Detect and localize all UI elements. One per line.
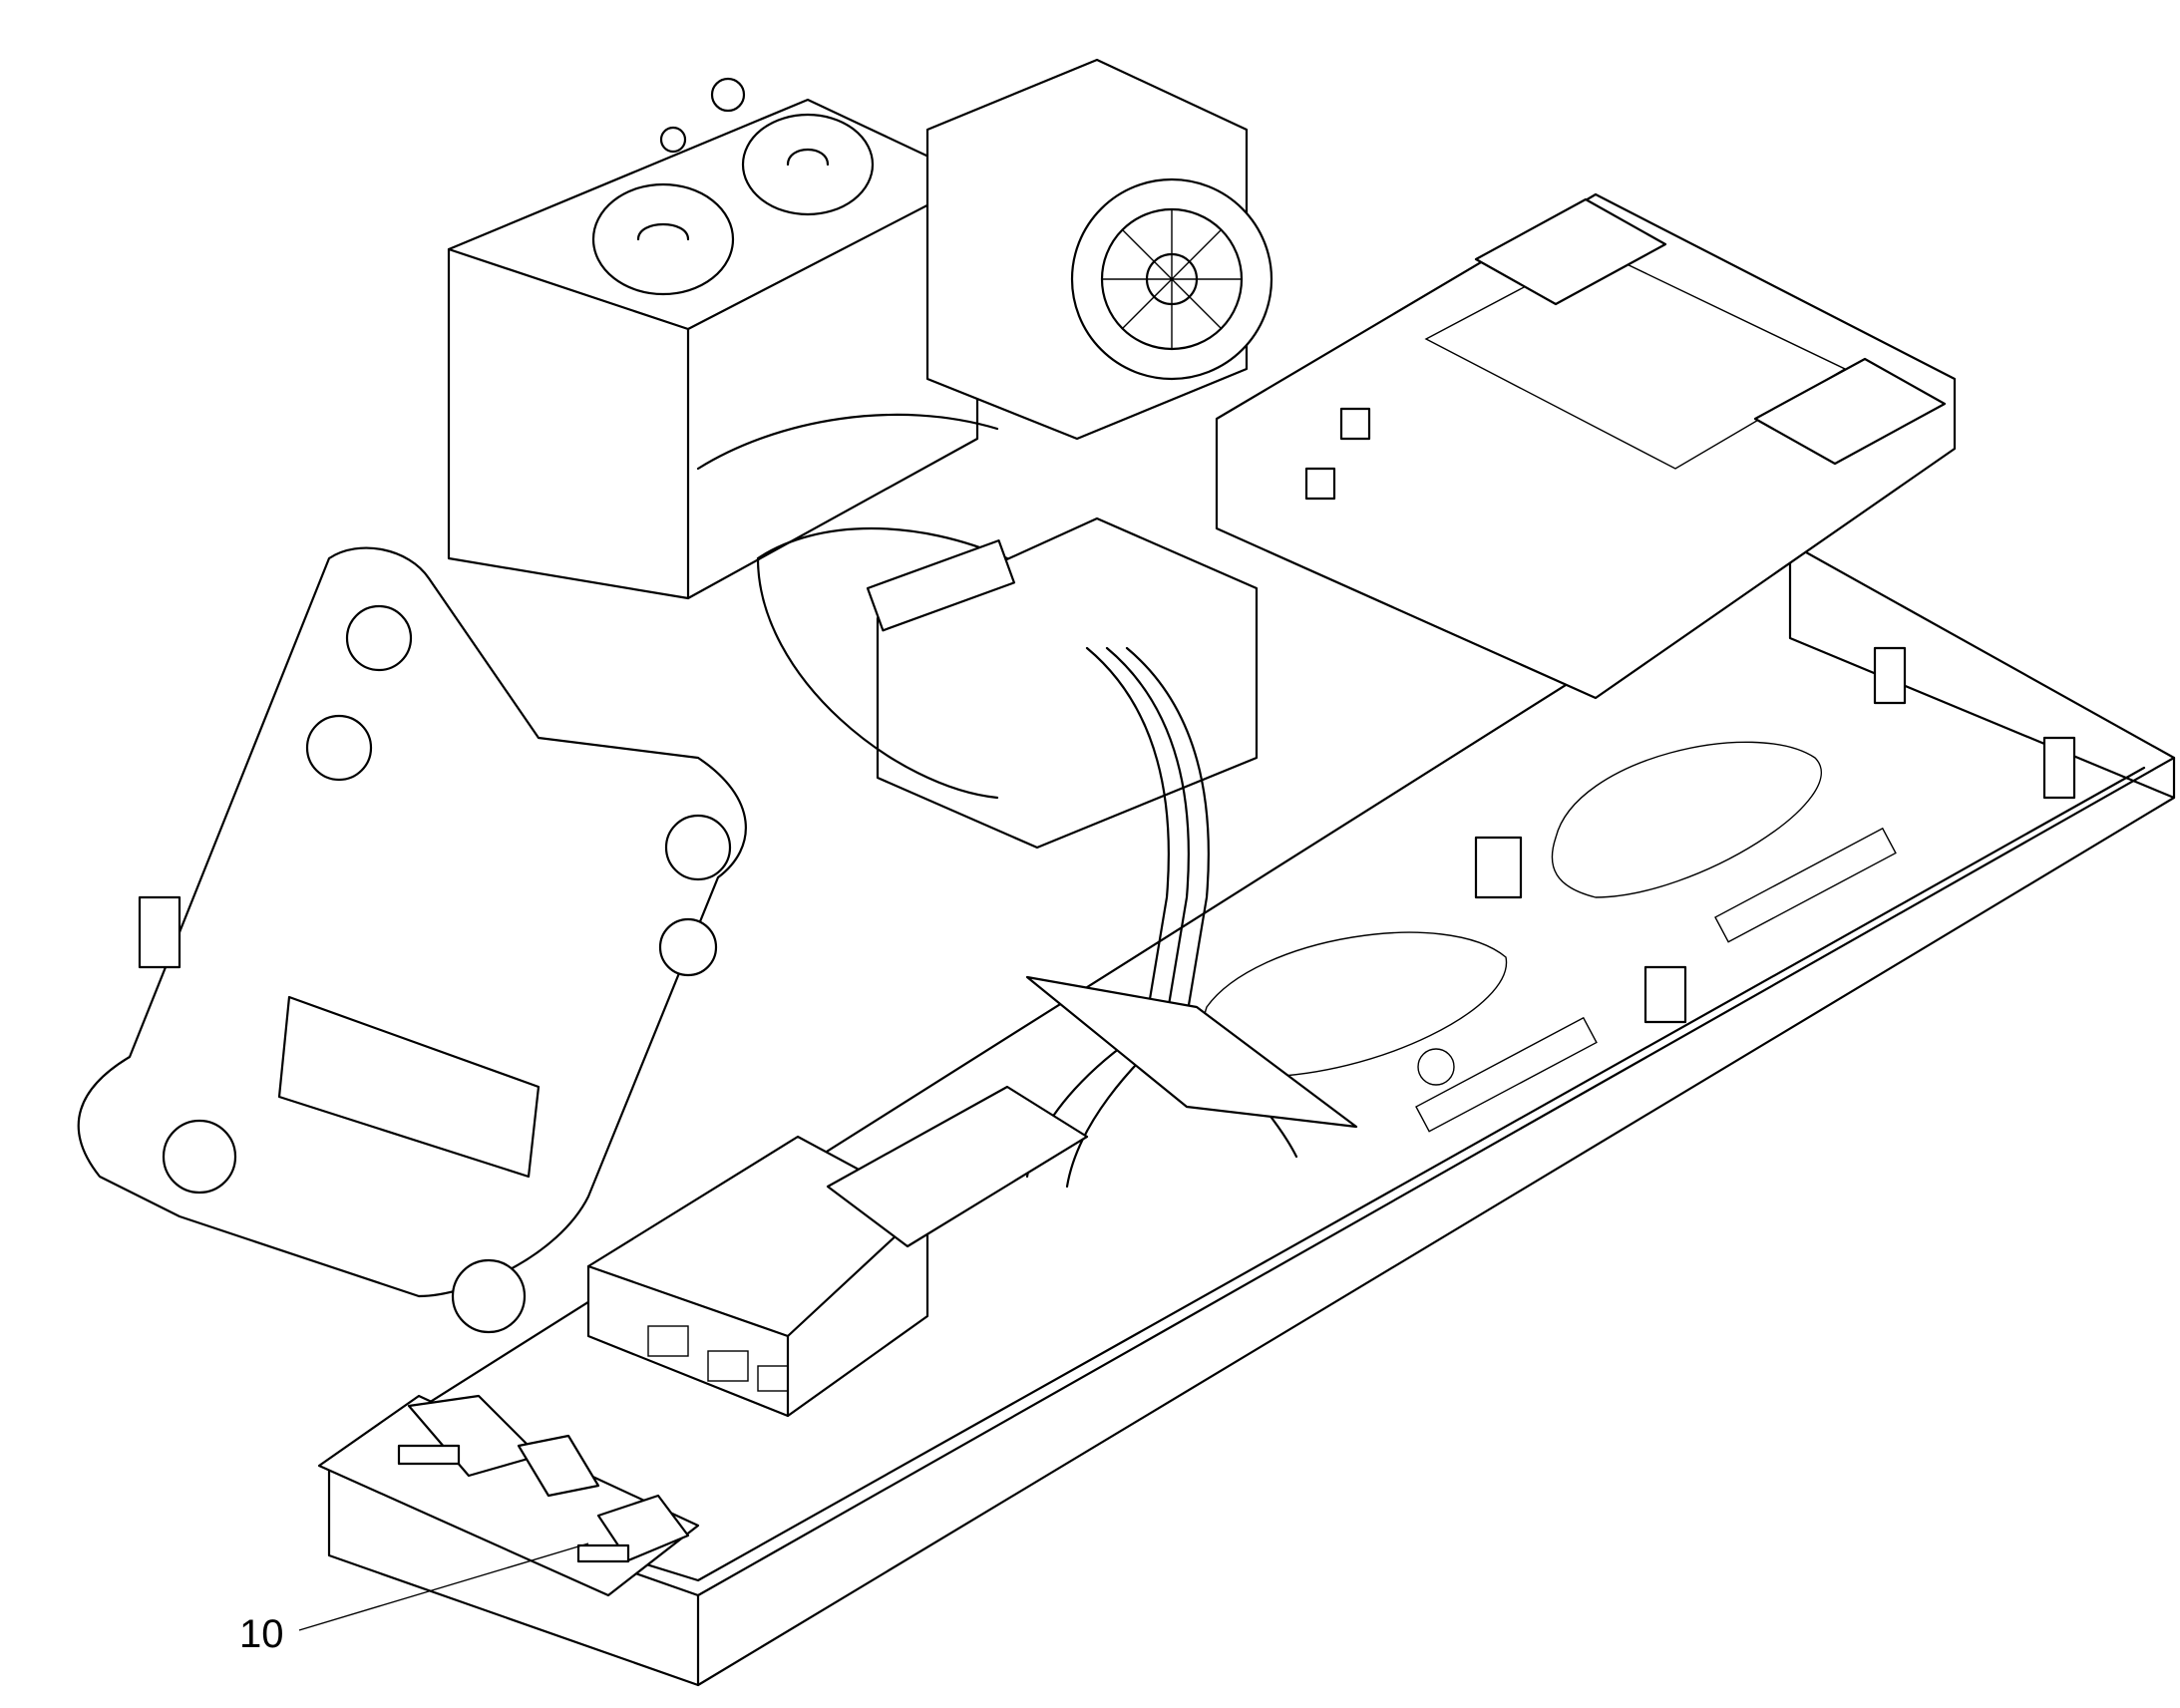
control-box [586, 1085, 1089, 1418]
upper-frame [1215, 192, 1957, 700]
wire-harness [1025, 975, 1358, 1189]
pedal-assembly [317, 1394, 700, 1597]
callout-10: 10 [239, 1542, 589, 1656]
boom-mount-bracket [77, 546, 747, 1334]
control-valve-block [696, 413, 1259, 1019]
engine-pump-unit [925, 58, 1273, 441]
callout-label: 10 [239, 1612, 284, 1656]
hydraulic-tank [447, 77, 979, 600]
